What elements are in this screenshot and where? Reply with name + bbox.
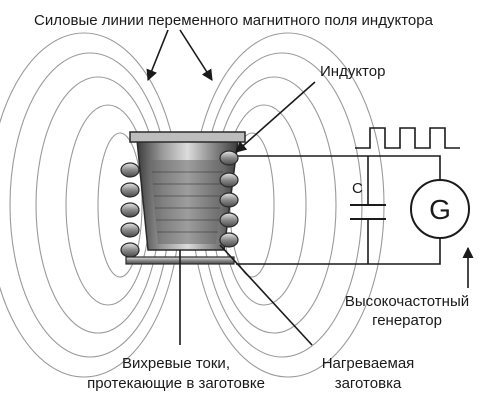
field-lines-label: Силовые линии переменного магнитного пол… — [34, 12, 434, 29]
generator-symbol: G — [429, 194, 451, 225]
generator-circle-icon — [410, 179, 470, 239]
capacitor-label: C — [352, 180, 363, 197]
eddy-currents-label-line1: Вихревые токи, — [122, 355, 230, 372]
capacitor-icon — [350, 204, 386, 220]
generator-label-line2: генератор — [372, 312, 442, 329]
eddy-currents-label-line2: протекающие в заготовке — [87, 375, 265, 392]
square-wave-icon — [355, 127, 460, 149]
workpiece-label-line1: Нагреваемая — [322, 355, 415, 372]
leader-arrows — [146, 29, 474, 346]
inductor-label: Индуктор — [320, 63, 385, 80]
workpiece — [129, 131, 246, 251]
circuit-wires — [236, 155, 441, 265]
generator-label-line1: Высокочастотный — [345, 293, 469, 310]
workpiece-label-line2: заготовка — [335, 375, 402, 392]
